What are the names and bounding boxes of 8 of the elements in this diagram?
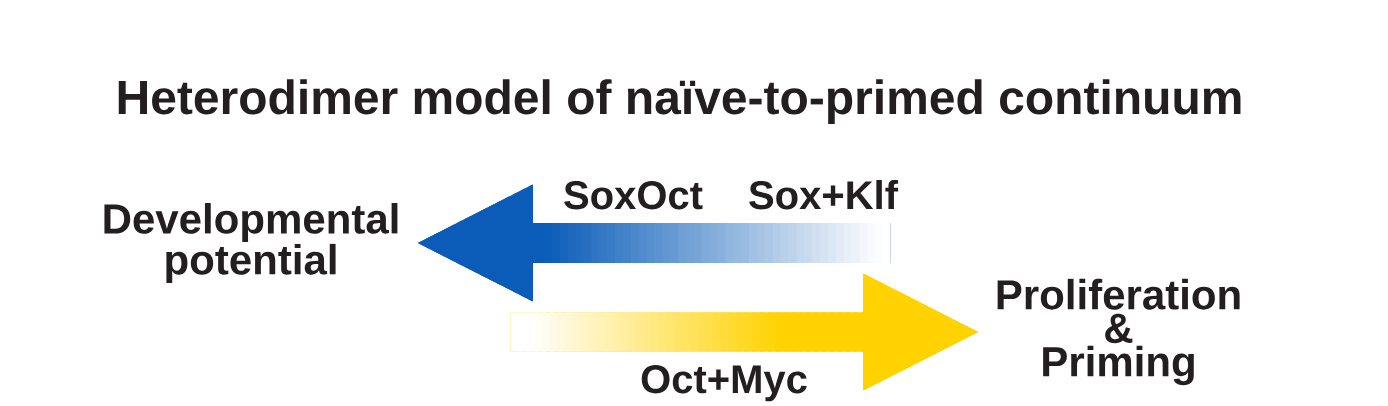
arrow-label: Sox+Klf xyxy=(749,180,899,210)
arrow-label: SoxOct xyxy=(564,181,703,210)
arrow xyxy=(510,273,979,391)
title: Heterodimer model of naïve-to-primed continuum xyxy=(118,79,1241,124)
arrow-label: Oct+Myc xyxy=(641,365,807,402)
text-label: Proliferation & Priming xyxy=(997,278,1240,386)
arrow xyxy=(417,184,891,302)
text-label: Developmental potential xyxy=(104,202,398,283)
